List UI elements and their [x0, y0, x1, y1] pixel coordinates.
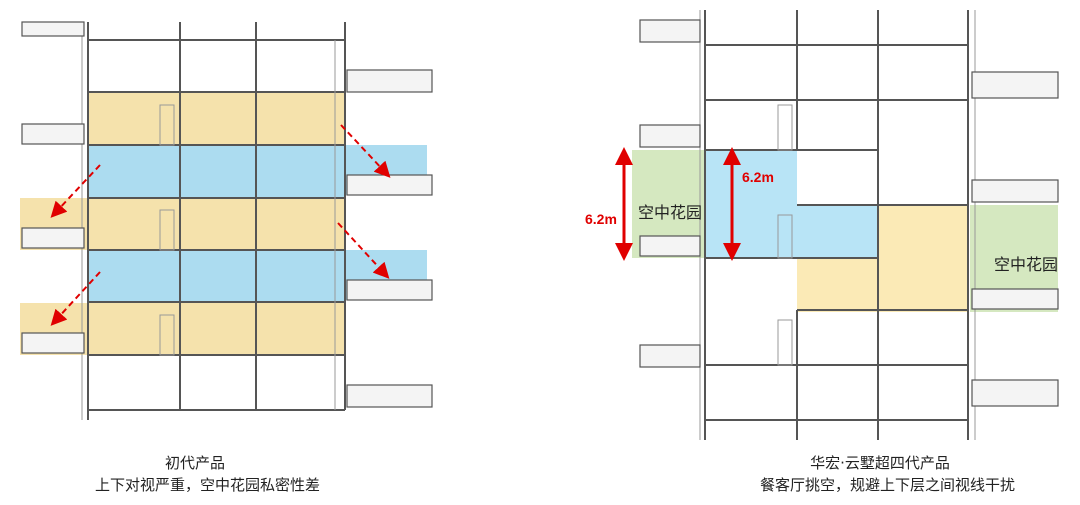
right-balconies	[639, 19, 1059, 407]
yellow-room-2	[878, 205, 968, 312]
right-caption: 华宏·云墅超四代产品 餐客厅挑空，规避上下层之间视线干扰	[760, 452, 1016, 496]
floor-yellow-2	[88, 198, 345, 250]
double-height-living-area	[705, 150, 797, 258]
inner-height-label: 6.2m	[742, 169, 774, 185]
sky-garden-label-right: 空中花园	[994, 255, 1058, 274]
height-dimension-arrows	[615, 147, 741, 261]
outer-height-label: 6.2m	[585, 211, 617, 227]
right-caption-title: 华宏·云墅超四代产品	[810, 454, 950, 472]
sightline-arrows	[50, 124, 391, 326]
sky-garden-label-left: 空中花园	[638, 203, 702, 222]
floor-yellow-1	[88, 92, 345, 145]
right-caption-desc: 餐客厅挑空，规避上下层之间视线干扰	[760, 476, 1016, 494]
right-section-drawing: 6.2m 6.2m 空中花园 空中花园	[585, 10, 1059, 440]
left-balconies	[21, 21, 433, 408]
floor-blue-1	[88, 145, 345, 198]
dining-area	[797, 205, 878, 258]
left-caption-desc: 上下对视严重，空中花园私密性差	[95, 476, 321, 494]
left-section-drawing	[20, 21, 433, 420]
left-caption-title: 初代产品	[164, 454, 225, 472]
floor-yellow-3	[88, 302, 345, 355]
yellow-room-1	[797, 258, 878, 312]
floor-blue-2	[88, 250, 345, 302]
left-caption: 初代产品 上下对视严重，空中花园私密性差	[95, 452, 321, 496]
